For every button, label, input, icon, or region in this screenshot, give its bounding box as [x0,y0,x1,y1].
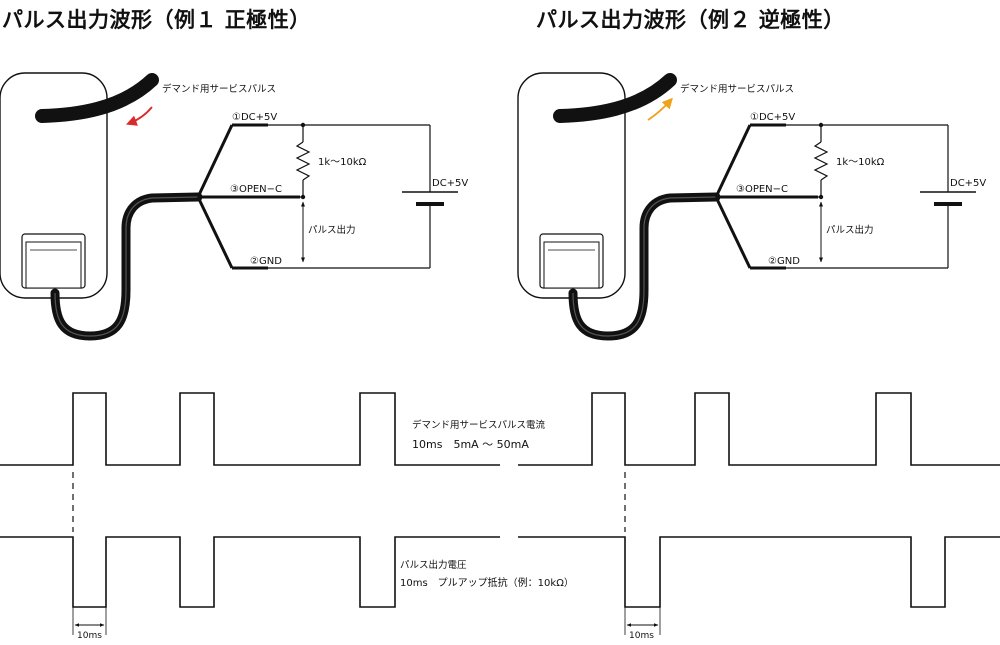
terminal-open-label: ③OPEN−C [230,184,282,195]
pulse-out-label: パルス出力 [308,224,356,236]
rotation-arrow [125,106,153,126]
terminal-open-label: ③OPEN−C [736,184,788,195]
voltage-spec: 10ms プルアップ抵抗（例：10kΩ） [400,576,574,589]
right-circuit: デマンド用サービスパルス ①DC+5V ③OPEN−C ②GND 1k〜10kΩ… [518,73,986,336]
left-circuit: デマンド用サービスパルス ①DC+5V ③OPEN−C ②GND 1k〜10kΩ… [0,73,468,336]
right-voltage-waveform [518,536,1000,608]
right-title: パルス出力波形（例２ 逆極性） [536,8,845,32]
voltage-title: パルス出力電圧 [400,559,467,571]
terminal-gnd-label: ②GND [250,256,282,267]
supply-label: DC+5V [950,178,986,189]
width-label: 10ms [77,631,102,641]
width-label: 10ms [629,631,654,641]
terminal-dc-label: ①DC+5V [750,112,795,123]
service-pulse-label: デマンド用サービスパルス [680,83,794,95]
rotation-arrow [647,97,673,121]
service-pulse-label: デマンド用サービスパルス [162,83,276,95]
right-current-waveform [518,392,1000,466]
terminal-gnd-label: ②GND [768,256,800,267]
resistor-label: 1k〜10kΩ [318,157,367,168]
current-title: デマンド用サービスパルス電流 [412,419,546,431]
pulse-out-label: パルス出力 [826,224,874,236]
terminal-dc-label: ①DC+5V [232,112,277,123]
left-title: パルス出力波形（例１ 正極性） [2,8,311,32]
left-current-waveform [0,392,500,466]
resistor-label: 1k〜10kΩ [836,157,885,168]
left-voltage-waveform [0,536,500,608]
supply-label: DC+5V [432,178,468,189]
current-spec: 10ms 5mA 〜 50mA [412,438,529,451]
